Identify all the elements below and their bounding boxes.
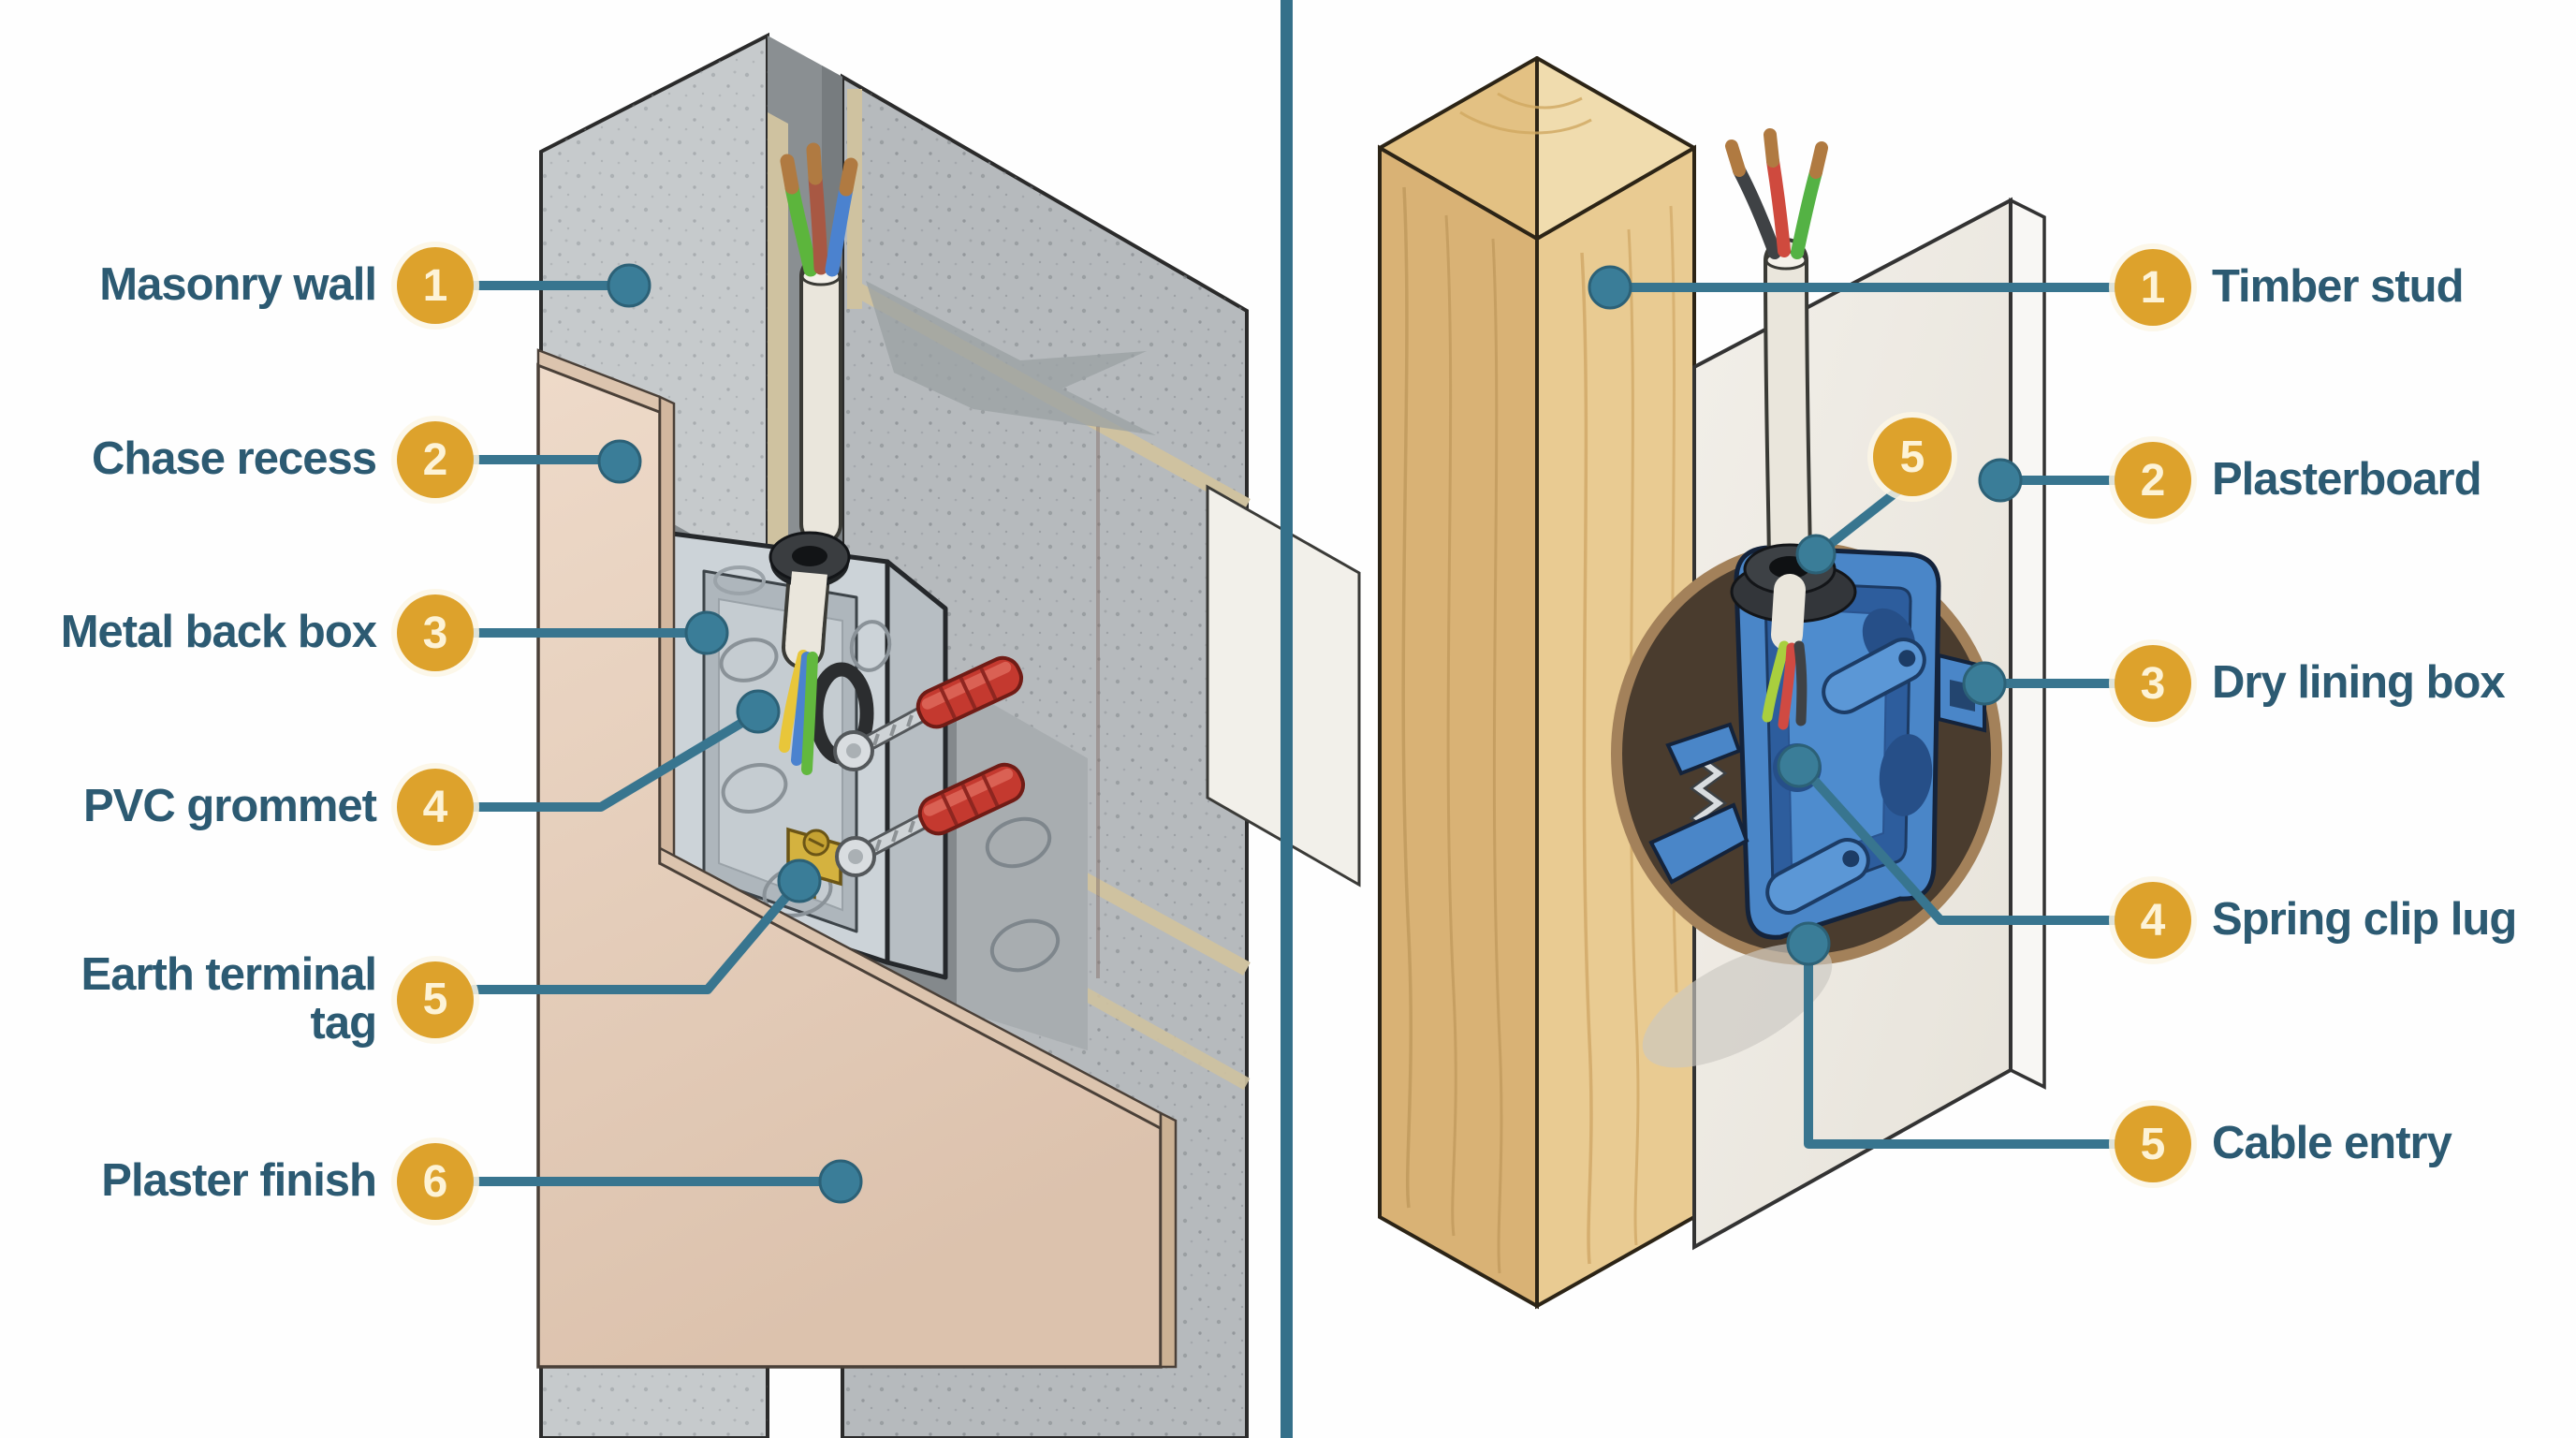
mounting-boss	[1822, 638, 1926, 714]
wall-plug-screw	[833, 655, 1024, 771]
cable-right	[1725, 128, 1828, 584]
panel-divider	[1281, 0, 1293, 1438]
number-badge: 4	[397, 769, 474, 845]
cable-entry-grommet	[1730, 543, 1857, 651]
number-badge: 1	[2115, 249, 2191, 326]
mounting-boss	[1765, 838, 1870, 915]
label-masonry-wall: Masonry wall 1	[0, 247, 474, 324]
number-badge: 2	[397, 421, 474, 498]
number-badge: 4	[2115, 882, 2191, 959]
label-dry-lining-box: 3 Dry lining box	[2115, 645, 2506, 722]
label-text: Cable entry	[2212, 1118, 2452, 1169]
number-badge: 3	[397, 594, 474, 671]
masonry-wall-illustration	[536, 32, 1251, 1438]
label-pvc-grommet: PVC grommet 4	[0, 769, 474, 845]
copper-tip	[1809, 141, 1828, 179]
label-plasterboard: 2 Plasterboard	[2115, 442, 2482, 519]
number-badge: 3	[2115, 645, 2191, 722]
wires-in-drybox	[1762, 640, 1808, 730]
label-text: Timber stud	[2212, 261, 2465, 313]
label-text: Spring clip lug	[2212, 894, 2517, 946]
copper-tip	[806, 142, 823, 185]
label-text: Plaster finish	[101, 1155, 377, 1207]
wire-green	[1791, 166, 1822, 259]
wires-in-box	[779, 650, 818, 775]
label-cable-entry: 5 Cable entry	[2115, 1106, 2452, 1182]
number-badge: 6	[397, 1143, 474, 1220]
copper-tip	[1725, 139, 1746, 177]
label-text: Metal back box	[60, 607, 377, 658]
spring-clip-lug	[1648, 722, 1749, 885]
wall-plug-screw	[835, 762, 1026, 877]
number-badge: 5	[397, 961, 474, 1038]
wire-red	[1766, 154, 1791, 257]
label-text: Masonry wall	[99, 259, 377, 311]
wire-brown	[808, 170, 828, 275]
number-badge: 5	[2115, 1106, 2191, 1182]
label-text: Plasterboard	[2212, 454, 2482, 506]
label-text: Dry lining box	[2212, 657, 2506, 709]
label-text: PVC grommet	[82, 781, 377, 832]
leader-dots	[597, 263, 2023, 1204]
stud-wall-illustration	[1206, 56, 2046, 1310]
wire-black	[1733, 164, 1781, 259]
label-timber-stud: 1 Timber stud	[2115, 249, 2465, 326]
leader-lines	[469, 281, 2120, 1186]
label-metal-back-box: Metal back box 3	[0, 594, 474, 671]
label-earth-terminal-tag: Earth terminal tag 5	[0, 949, 474, 1049]
label-text: Chase recess	[91, 433, 377, 485]
number-badge: 2	[2115, 442, 2191, 519]
label-spring-clip-lug: 4 Spring clip lug	[2115, 882, 2517, 959]
cable-shadow	[866, 281, 1156, 435]
label-chase-recess: Chase recess 2	[0, 421, 474, 498]
copper-tip	[839, 157, 858, 197]
plaster-finish-panel	[536, 348, 1178, 1369]
floating-number-badge: 5	[1873, 418, 1952, 496]
number-badge: 1	[397, 247, 474, 324]
label-plaster-finish: Plaster finish 6	[0, 1143, 474, 1220]
label-text: Earth terminal tag	[80, 949, 377, 1049]
knockout	[1879, 734, 1933, 816]
copper-tip	[1764, 128, 1779, 168]
pvc-grommet-top	[768, 531, 851, 648]
copper-tip	[780, 154, 799, 195]
